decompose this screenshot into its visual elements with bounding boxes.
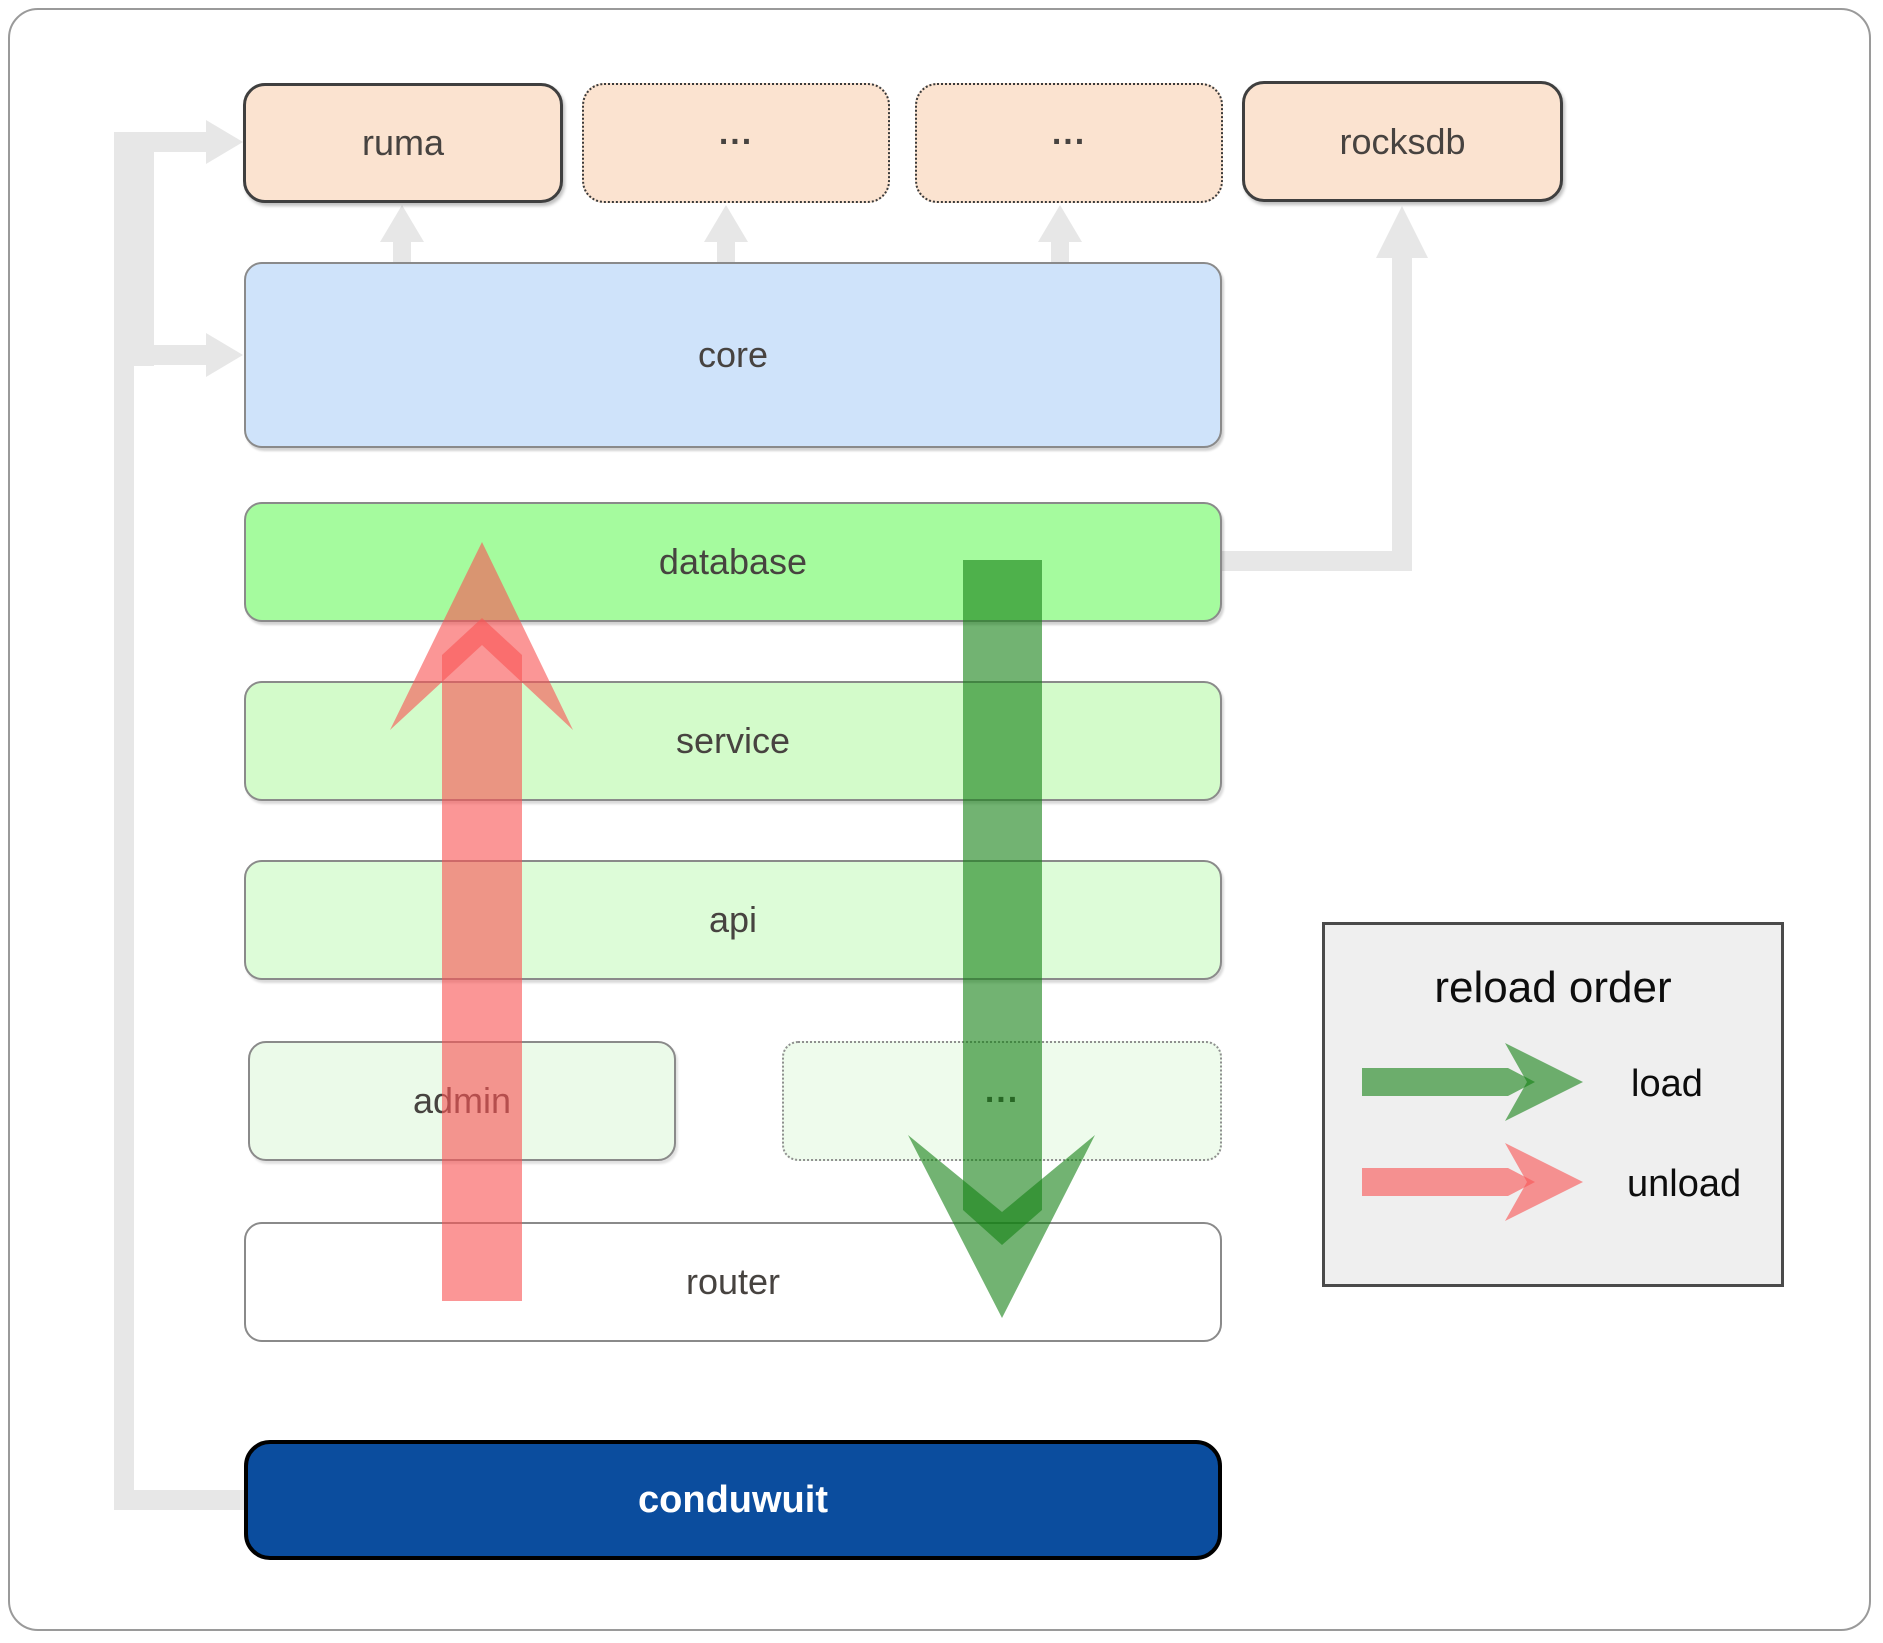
node-dependency-2-label: ... bbox=[1051, 113, 1087, 152]
core-arrow-shaft bbox=[154, 345, 206, 365]
legend-reload-order: reload order load unload bbox=[1322, 922, 1784, 1287]
node-api: api bbox=[244, 860, 1222, 980]
ruma-arrowhead-icon bbox=[206, 120, 243, 164]
node-core-label: core bbox=[697, 334, 769, 375]
node-database: database bbox=[244, 502, 1222, 622]
node-service: service bbox=[244, 681, 1222, 801]
node-conduwuit: conduwuit bbox=[244, 1440, 1222, 1560]
node-dependency-2: ... bbox=[915, 83, 1223, 203]
diagram-border bbox=[8, 8, 1871, 1631]
conduwuit-branch-line bbox=[114, 1490, 244, 1510]
left-vertical-line bbox=[114, 132, 134, 1510]
node-admin-label: admin bbox=[412, 1080, 512, 1121]
node-rocksdb-label: rocksdb bbox=[1339, 120, 1466, 162]
node-more-services: ... bbox=[782, 1041, 1222, 1161]
up-arrowhead-icon bbox=[704, 205, 748, 242]
node-dependency-1: ... bbox=[582, 83, 890, 203]
node-service-label: service bbox=[675, 720, 791, 761]
ruma-arrow-shaft bbox=[134, 132, 206, 152]
database-to-rocksdb-connector bbox=[1222, 206, 1428, 571]
core-arrowhead-icon bbox=[206, 333, 243, 377]
inner-vertical-line bbox=[134, 152, 154, 366]
up-arrowhead-icon bbox=[1038, 205, 1082, 242]
node-core: core bbox=[244, 262, 1222, 448]
node-database-label: database bbox=[658, 541, 808, 582]
node-dependency-1-label: ... bbox=[718, 113, 754, 152]
legend-load-label: load bbox=[1631, 1063, 1703, 1105]
core-to-dep1-arrow bbox=[704, 205, 748, 264]
legend-unload-label: unload bbox=[1627, 1163, 1742, 1205]
core-to-dep2-arrow bbox=[1038, 205, 1082, 264]
node-router: router bbox=[244, 1222, 1222, 1342]
node-more-services-label: ... bbox=[984, 1071, 1020, 1110]
conduwuit-to-core-connector bbox=[134, 152, 243, 377]
node-ruma-label: ruma bbox=[361, 122, 445, 163]
up-arrowhead-icon bbox=[380, 205, 424, 242]
core-to-ruma-arrow bbox=[380, 205, 424, 264]
node-admin: admin bbox=[248, 1041, 676, 1161]
node-router-label: router bbox=[685, 1261, 781, 1302]
node-ruma: ruma bbox=[243, 83, 563, 203]
node-rocksdb: rocksdb bbox=[1242, 81, 1563, 202]
conduwuit-to-ruma-connector bbox=[114, 120, 244, 1510]
node-conduwuit-label: conduwuit bbox=[638, 1478, 828, 1521]
rocksdb-arrowhead-icon bbox=[1376, 206, 1428, 258]
legend-title: reload order bbox=[1434, 963, 1672, 1012]
node-api-label: api bbox=[708, 899, 758, 940]
